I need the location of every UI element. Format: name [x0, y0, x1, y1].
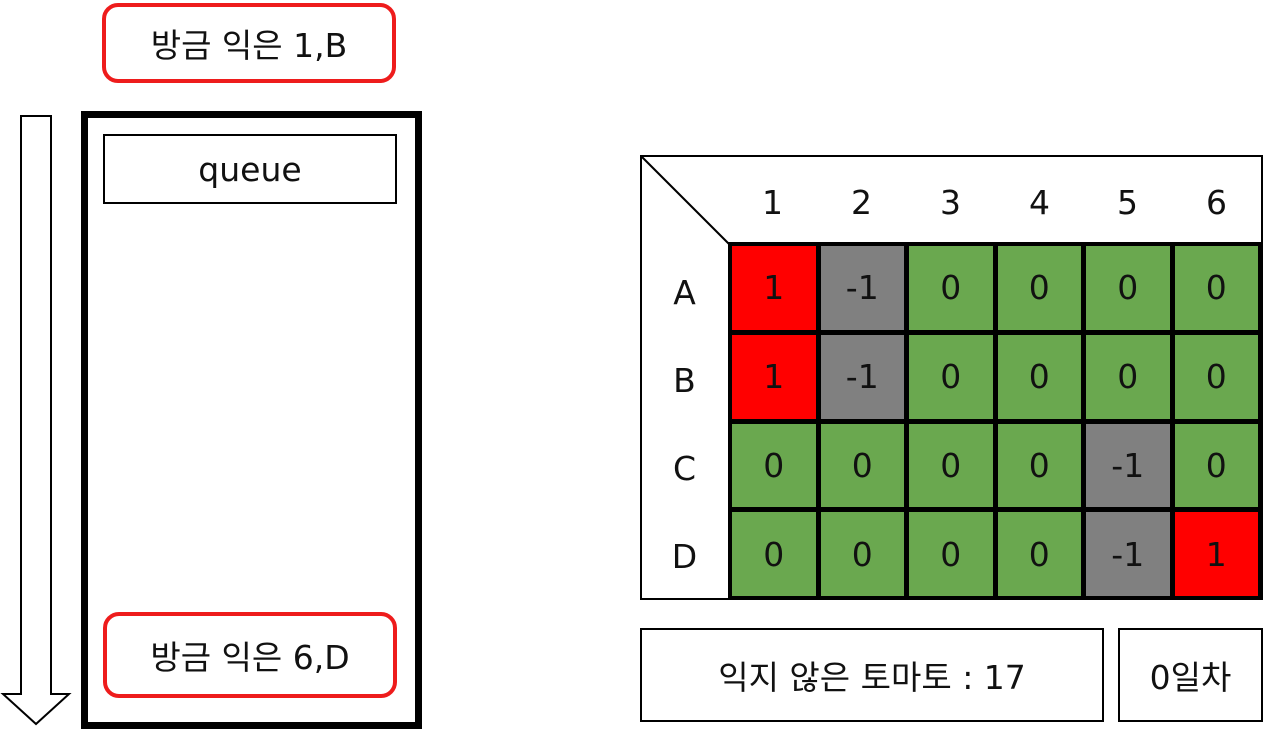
- row-header: A: [673, 272, 696, 312]
- column-header: 6: [1206, 183, 1227, 222]
- down-arrow-icon: [0, 115, 72, 726]
- grid-cell: 0: [1086, 246, 1170, 330]
- unripe-count-box: 익지 않은 토마토 : 17: [640, 628, 1104, 722]
- grid-cell: 0: [1174, 246, 1258, 330]
- grid-cell: 0: [1086, 334, 1170, 419]
- grid-cell: -1: [1086, 423, 1170, 508]
- column-header: 4: [1029, 183, 1050, 222]
- grid-cell: 0: [997, 246, 1081, 330]
- grid-cell: 0: [909, 423, 993, 508]
- row-header: D: [671, 536, 698, 576]
- row-header: B: [673, 360, 696, 400]
- tomato-board: 1 2 3 4 5 6 A B C D 1 -1 0 0 0 0 1 -1 0 …: [640, 155, 1263, 600]
- tomato-grid: 1 -1 0 0 0 0 1 -1 0 0 0 0 0 0 0 0 -1 0 0…: [728, 242, 1262, 600]
- column-header: 2: [851, 183, 872, 222]
- queue-container: queue 방금 익은 6,D: [81, 111, 422, 729]
- just-ripened-note: 방금 익은 1,B: [102, 3, 396, 83]
- grid-cell: 0: [732, 512, 816, 596]
- grid-cell: 0: [1174, 334, 1258, 419]
- corner-diagonal: [640, 155, 731, 246]
- grid-cell: 1: [732, 334, 816, 419]
- grid-cell: -1: [820, 246, 904, 330]
- grid-cell: 0: [1174, 423, 1258, 508]
- grid-cell: 0: [909, 334, 993, 419]
- column-header: 1: [762, 183, 783, 222]
- grid-cell: 0: [820, 423, 904, 508]
- grid-cell: 0: [732, 423, 816, 508]
- queue-item: 방금 익은 6,D: [103, 612, 397, 698]
- grid-cell: 0: [997, 334, 1081, 419]
- grid-cell: 0: [909, 512, 993, 596]
- column-header: 3: [940, 183, 961, 222]
- grid-cell: 1: [1174, 512, 1258, 596]
- grid-cell: 0: [909, 246, 993, 330]
- grid-cell: -1: [820, 334, 904, 419]
- grid-cell: 1: [732, 246, 816, 330]
- row-header: C: [672, 448, 697, 488]
- column-header: 5: [1117, 183, 1138, 222]
- grid-cell: 0: [997, 512, 1081, 596]
- grid-cell: 0: [820, 512, 904, 596]
- grid-cell: -1: [1086, 512, 1170, 596]
- grid-cell: 0: [997, 423, 1081, 508]
- queue-label: queue: [103, 134, 397, 204]
- day-counter-box: 0일차: [1118, 628, 1263, 722]
